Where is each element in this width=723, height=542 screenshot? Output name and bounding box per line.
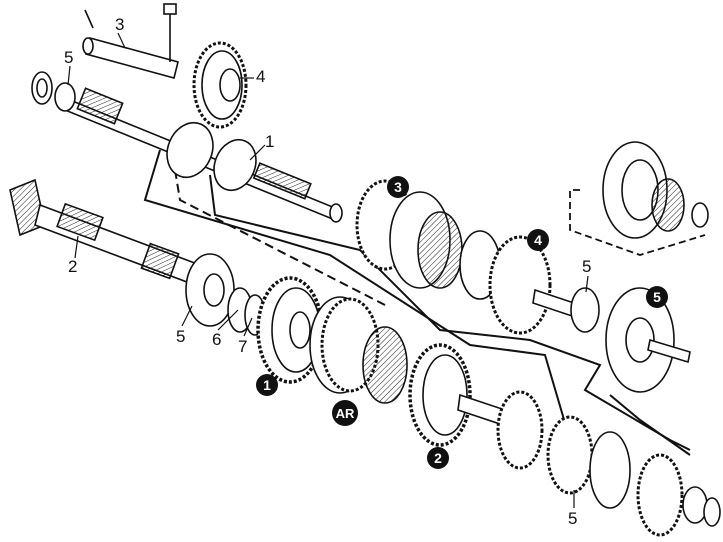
callout-ar: AR [332,400,358,426]
shaft-3-pin [82,3,179,79]
svg-text:1: 1 [263,377,271,393]
callout-4: 4 [527,229,549,251]
callout-2: 2 [427,447,449,469]
part-label-5-bottom: 5 [568,509,577,528]
part-label-7: 7 [238,337,247,356]
label-leaders [67,32,589,508]
part-label-4: 4 [256,67,265,86]
top-washer-bearing [31,71,76,112]
part-label-5-top: 5 [64,48,73,67]
part-label-2: 2 [68,257,77,276]
svg-text:5: 5 [653,289,661,305]
svg-text:3: 3 [394,179,402,195]
gear-4-top [192,41,248,129]
svg-text:2: 2 [434,450,442,466]
part-label-5-right: 5 [582,257,591,276]
callout-1: 1 [256,374,278,396]
svg-text:AR: AR [336,406,355,421]
part-label-5-left: 5 [176,327,185,346]
input-shaft [63,87,343,223]
synchro-stack [355,179,691,393]
clutch-housing [602,141,709,239]
part-label-1: 1 [265,132,274,151]
svg-text:4: 4 [534,232,542,248]
callout-5: 5 [646,286,668,308]
part-labels: 1 2 3 4 5 5 5 5 6 7 [64,15,591,528]
output-shaft [9,178,266,336]
callout-3: 3 [387,176,409,198]
center-gear-stack [256,276,721,537]
part-label-3: 3 [115,15,124,34]
part-label-6: 6 [212,330,221,349]
